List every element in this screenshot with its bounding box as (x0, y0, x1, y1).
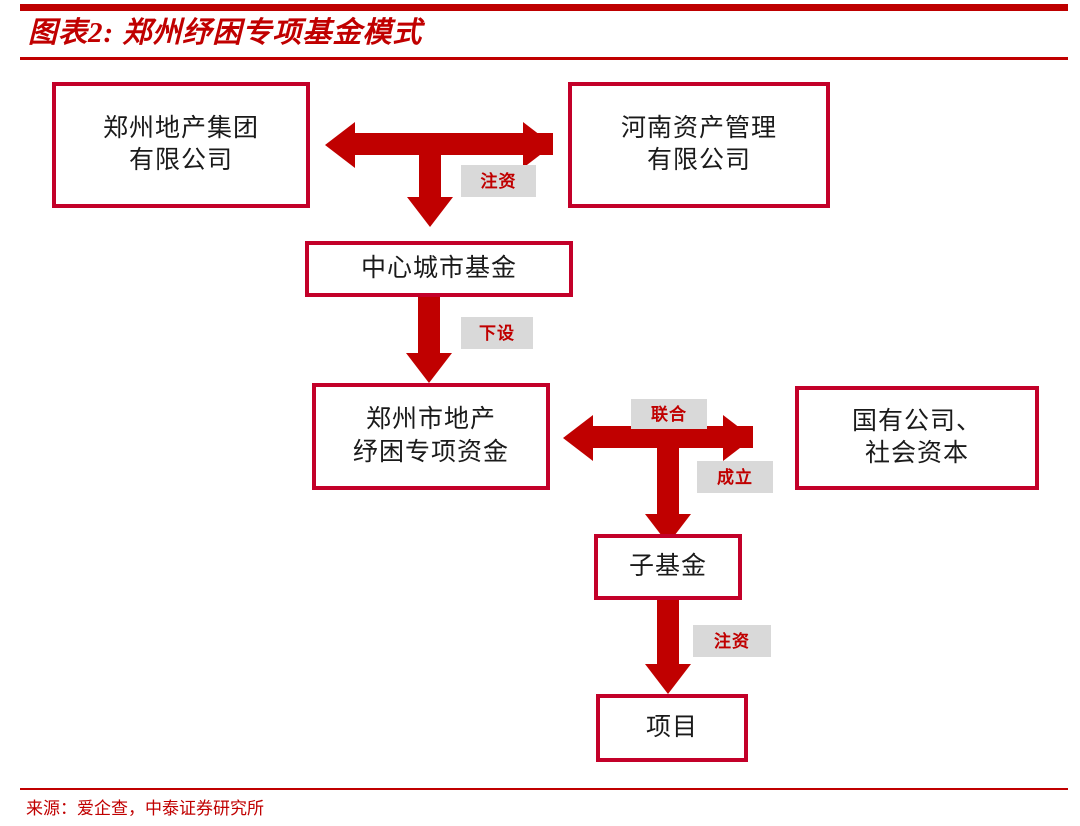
footer-divider (20, 788, 1068, 790)
edge-label-capital-injection-bottom: 注资 (693, 625, 771, 657)
edge-label-found: 成立 (697, 461, 773, 493)
edge-label-capital-injection-top: 注资 (461, 165, 536, 197)
arrow-head-left-injection (325, 122, 355, 168)
node-central-city-fund[interactable]: 中心城市基金 (305, 241, 573, 297)
arrow-head-down-injection (407, 197, 453, 227)
header-accent-bar (20, 4, 1068, 11)
arrow-shaft-subordinate (418, 297, 440, 357)
arrow-shaft-horizontal-injection (355, 133, 553, 155)
node-state-owned-social-capital[interactable]: 国有公司、 社会资本 (795, 386, 1039, 490)
arrow-head-subordinate (406, 353, 452, 383)
node-henan-asset-management[interactable]: 河南资产管理 有限公司 (568, 82, 830, 208)
node-project[interactable]: 项目 (596, 694, 748, 762)
header-divider (20, 57, 1068, 60)
arrow-head-left-joint (563, 415, 593, 461)
node-sub-fund[interactable]: 子基金 (594, 534, 742, 600)
arrow-head-right-joint (723, 415, 753, 461)
arrow-shaft-vertical-injection (419, 133, 441, 201)
edge-label-establish-subordinate: 下设 (461, 317, 533, 349)
edge-label-joint: 联合 (631, 399, 707, 429)
arrow-shaft-capital-injection-bottom (657, 600, 679, 668)
node-zhengzhou-real-estate-group[interactable]: 郑州地产集团 有限公司 (52, 82, 310, 208)
node-relief-special-fund[interactable]: 郑州市地产 纾困专项资金 (312, 383, 550, 490)
page-title: 图表2: 郑州纾困专项基金模式 (28, 17, 423, 49)
source-note: 来源：爱企查，中泰证券研究所 (26, 799, 264, 818)
arrow-head-right-injection (523, 122, 553, 168)
arrow-shaft-vertical-found (657, 426, 679, 518)
arrow-head-capital-injection-bottom (645, 664, 691, 694)
